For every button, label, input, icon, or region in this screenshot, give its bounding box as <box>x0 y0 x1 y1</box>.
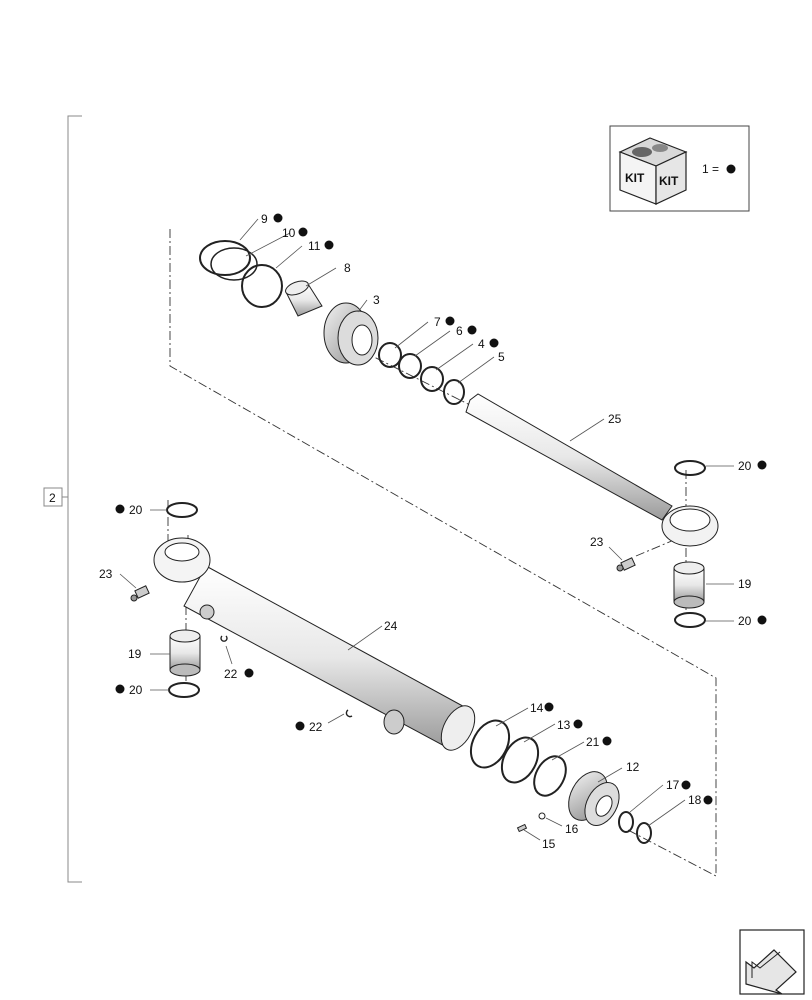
callout-20-barrel-top: 20 <box>129 503 143 517</box>
kit-bullet-icon <box>602 736 612 746</box>
callout-7: 7 <box>434 315 441 329</box>
callout-13: 13 <box>557 718 571 732</box>
kit-bullet-icon <box>489 338 499 348</box>
callout-5: 5 <box>498 350 505 364</box>
callout-22-left: 22 <box>224 667 238 681</box>
callout-6: 6 <box>456 324 463 338</box>
kit-bullet-icon <box>115 684 125 694</box>
kit-bullet-icon <box>298 227 308 237</box>
assembly-guide-lines <box>167 229 717 877</box>
kit-bullet-icon <box>273 213 283 223</box>
part-24-barrel <box>153 537 476 751</box>
kit-bullet-icon <box>726 164 736 174</box>
barrel-port-right <box>345 709 405 735</box>
callout-14: 14 <box>530 701 544 715</box>
callout-23-rod: 23 <box>590 535 604 549</box>
kit-bullet-icon <box>445 316 455 326</box>
callout-17: 17 <box>666 778 680 792</box>
part-19-bushing-barrel <box>169 629 201 677</box>
callout-23-barrel: 23 <box>99 567 113 581</box>
barrel-assembly <box>130 502 652 844</box>
callout-24: 24 <box>384 619 398 633</box>
kit-bullet-icon <box>115 504 125 514</box>
kit-bullet-icon <box>324 240 334 250</box>
kit-legend: KIT KIT 1 = <box>609 125 750 212</box>
kit-bullet-icon <box>757 460 767 470</box>
kit-bullet-icon <box>295 721 305 731</box>
part-8-bushing <box>285 280 323 317</box>
callouts: 9 10 11 8 3 7 6 4 5 25 20 23 19 20 20 23… <box>99 212 767 851</box>
kit-bullet-icon <box>757 615 767 625</box>
callout-25: 25 <box>608 412 622 426</box>
part-25-rod <box>465 393 719 547</box>
kit-text-right: KIT <box>659 174 679 188</box>
callout-16: 16 <box>565 822 579 836</box>
callout-12: 12 <box>626 760 640 774</box>
kit-bullet-icon <box>703 795 713 805</box>
callout-3: 3 <box>373 293 380 307</box>
kit-bullet-icon <box>544 702 554 712</box>
barrel-port-left <box>199 604 228 642</box>
callout-20-rod-top: 20 <box>738 459 752 473</box>
group-bracket-label: 2 <box>49 491 56 505</box>
callout-4: 4 <box>478 337 485 351</box>
rod-assembly <box>199 240 719 628</box>
callout-10: 10 <box>282 226 296 240</box>
kit-icon: KIT KIT <box>618 137 688 205</box>
callout-19-rod: 19 <box>738 577 752 591</box>
kit-legend-equation: 1 = <box>702 162 719 176</box>
part-23-grease-fitting-barrel <box>130 585 150 602</box>
kit-bullet-icon <box>681 780 691 790</box>
part-3-gland <box>323 302 379 366</box>
callout-21: 21 <box>586 735 600 749</box>
callout-8: 8 <box>344 261 351 275</box>
callout-22-right: 22 <box>309 720 323 734</box>
part-12-piston <box>568 771 620 826</box>
kit-bullet-icon <box>467 325 477 335</box>
kit-bullet-icon <box>573 719 583 729</box>
callout-11: 11 <box>308 239 321 253</box>
callout-19-barrel: 19 <box>128 647 142 661</box>
callout-18: 18 <box>688 793 702 807</box>
navigation-arrow-icon[interactable] <box>739 929 805 995</box>
leader-lines <box>119 218 734 841</box>
callout-9: 9 <box>261 212 268 226</box>
callout-15: 15 <box>542 837 556 851</box>
callout-20-rod-bottom: 20 <box>738 614 752 628</box>
part-19-bushing-rod <box>673 561 705 609</box>
group-bracket: 2 <box>43 115 82 883</box>
kit-bullet-icon <box>244 668 254 678</box>
kit-text-left: KIT <box>625 171 645 185</box>
callout-20-barrel-bottom: 20 <box>129 683 143 697</box>
part-23-grease-fitting-rod <box>616 557 636 572</box>
